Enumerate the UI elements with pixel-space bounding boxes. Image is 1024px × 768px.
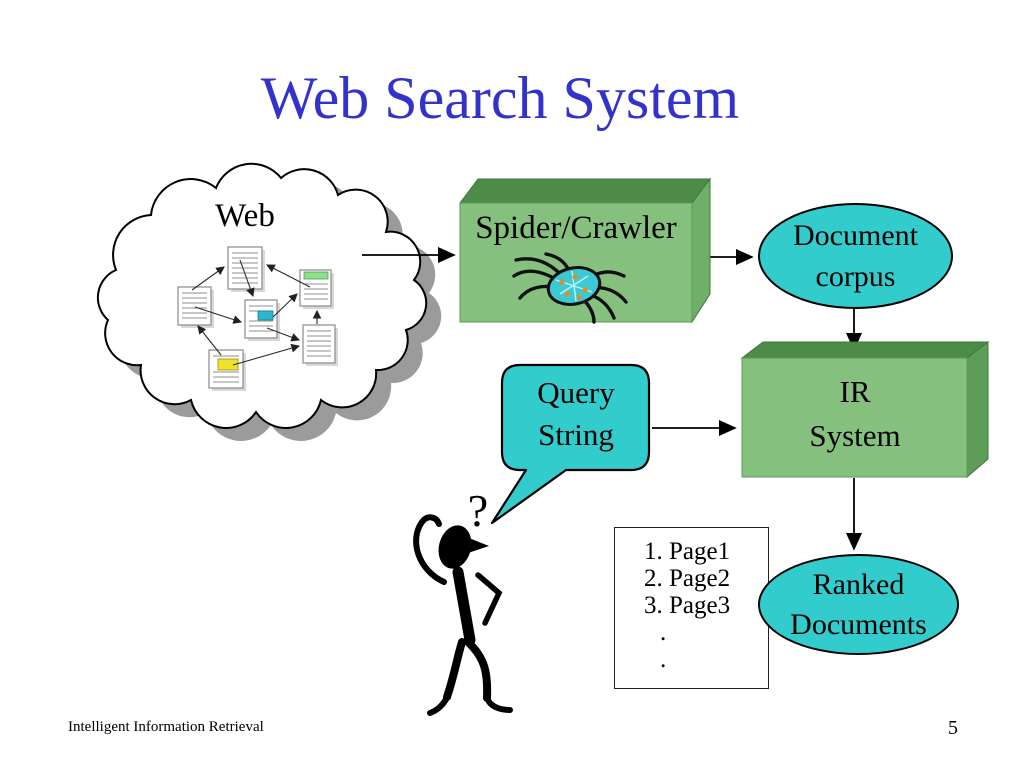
document-corpus-label-line2: corpus xyxy=(815,260,896,293)
document-icon-yellow-highlight xyxy=(208,349,246,391)
spider-crawler-label: Spider/Crawler xyxy=(475,210,677,246)
document-icon xyxy=(177,286,214,328)
query-string-label: Query String xyxy=(502,372,650,456)
ranked-documents-node: Ranked Documents xyxy=(758,554,959,655)
document-icon-cyan-highlight xyxy=(244,299,280,341)
spider-icon xyxy=(512,252,628,324)
results-item: 1. Page1 xyxy=(644,538,731,565)
document-corpus-label-line1: Document xyxy=(793,219,918,252)
query-string-label-line1: Query xyxy=(537,375,615,410)
ir-system-box xyxy=(740,340,990,479)
results-item: 3. Page3 xyxy=(644,592,731,619)
query-string-label-line2: String xyxy=(538,417,614,452)
ranked-documents-label-line2: Documents xyxy=(790,607,927,641)
document-icon xyxy=(227,246,265,292)
ir-system-label-line1: IR xyxy=(839,374,871,409)
ranked-documents-label-line1: Ranked xyxy=(812,567,905,601)
ir-system-label-line2: System xyxy=(809,418,901,453)
question-mark: ? xyxy=(467,485,489,536)
results-item: 2. Page2 xyxy=(644,565,731,592)
document-corpus-node: Document corpus xyxy=(758,203,953,309)
results-item-ellipsis: . xyxy=(660,619,667,646)
slide-page-number: 5 xyxy=(948,717,958,739)
web-page-documents xyxy=(177,246,338,391)
footer-text: Intelligent Information Retrieval xyxy=(68,719,264,735)
document-icon-green-bar xyxy=(299,269,334,309)
cloud-label: Web xyxy=(215,198,275,234)
stick-figure-icon xyxy=(413,514,513,716)
page-title: Web Search System xyxy=(260,65,740,131)
results-list: 1. Page1 2. Page2 3. Page3 . . xyxy=(614,527,769,689)
results-item-ellipsis: . xyxy=(660,646,667,673)
document-icon xyxy=(302,324,338,366)
ir-system-label: IR System xyxy=(742,370,968,458)
speech-bubble-icon xyxy=(490,363,651,525)
hyperlink-arrows xyxy=(191,259,322,366)
